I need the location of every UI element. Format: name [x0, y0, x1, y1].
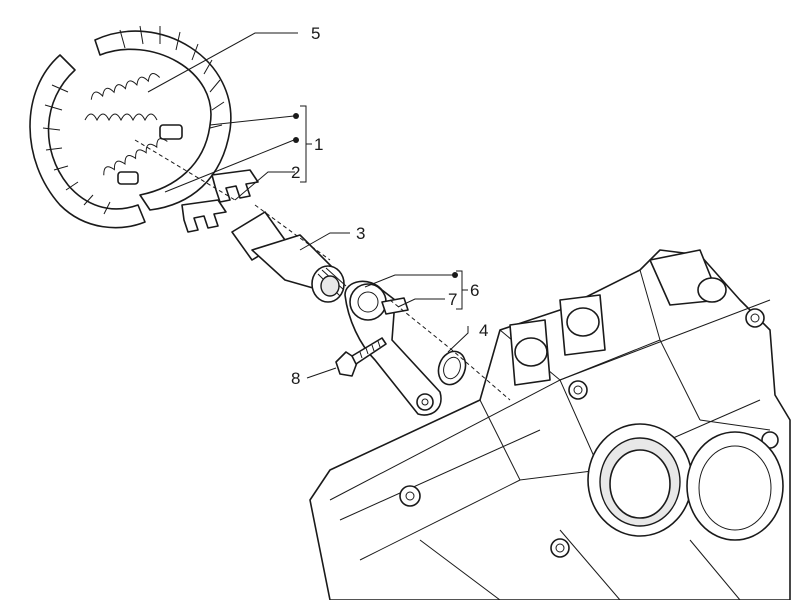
reference-dot-1a — [293, 113, 299, 119]
callout-5: 5 — [311, 24, 320, 43]
callout-7: 7 — [448, 290, 457, 309]
seal-washer — [437, 350, 467, 386]
crankcase-housing — [309, 249, 791, 600]
callout-1: 1 — [314, 135, 323, 154]
brake-shoe-assembly — [29, 25, 232, 229]
callout-6: 6 — [470, 281, 479, 300]
brake-camshaft — [231, 211, 347, 303]
callout-4: 4 — [479, 321, 488, 340]
lever-bolt — [335, 337, 387, 377]
reference-dot-6 — [452, 272, 458, 278]
assembly-axis-line — [134, 139, 511, 401]
callout-8: 8 — [291, 369, 300, 388]
leader-lines — [147, 32, 469, 379]
callout-2: 2 — [291, 163, 300, 182]
callout-3: 3 — [356, 224, 365, 243]
retaining-clips — [181, 169, 259, 233]
reference-dot-1b — [293, 137, 299, 143]
brake-lever — [344, 280, 442, 416]
